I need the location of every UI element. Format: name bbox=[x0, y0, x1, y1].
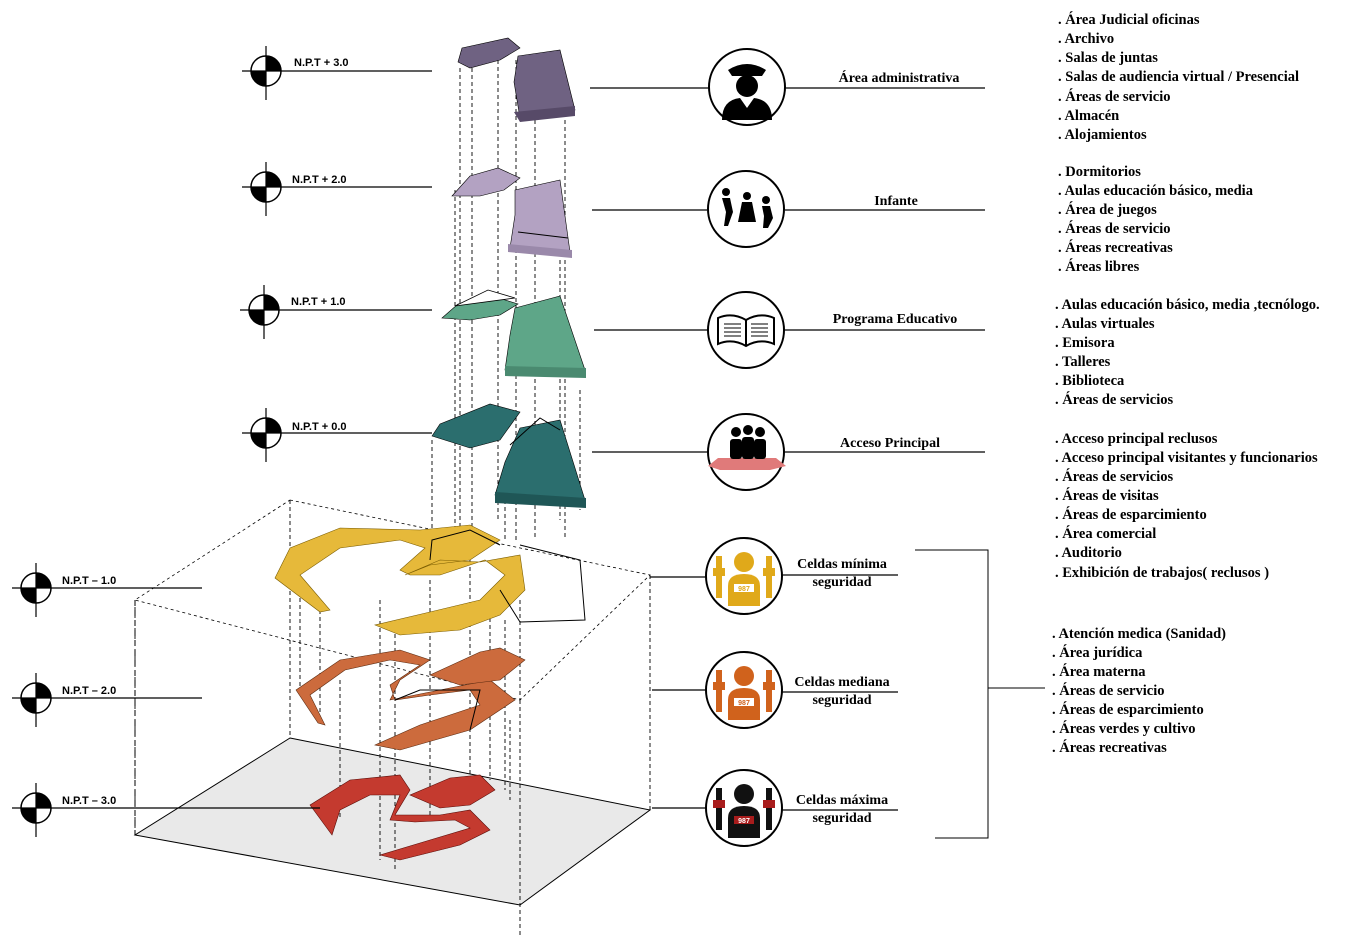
program-item: . Áreas libres bbox=[1058, 258, 1140, 275]
level-label: N.P.T + 3.0 bbox=[294, 57, 349, 69]
program-item: . Áreas recreativas bbox=[1058, 239, 1173, 256]
svg-text:987: 987 bbox=[738, 586, 750, 593]
educativo-slab-large bbox=[504, 295, 586, 371]
program-item: . Salas de juntas bbox=[1058, 50, 1158, 66]
floor-educativo bbox=[441, 289, 586, 378]
program-list-celdas: . Atención medica (Sanidad) . Área juríd… bbox=[1052, 626, 1226, 756]
acceso-slab-small bbox=[431, 403, 521, 449]
zone-title: seguridad bbox=[812, 811, 871, 826]
program-list-acceso: . Acceso principal reclusos . Acceso pri… bbox=[1055, 431, 1318, 581]
program-item: . Área Judicial oficinas bbox=[1058, 11, 1200, 28]
program-item: . Atención medica (Sanidad) bbox=[1052, 626, 1226, 642]
program-item: . Alojamientos bbox=[1058, 127, 1147, 143]
program-item: . Áreas verdes y cultivo bbox=[1052, 720, 1196, 737]
infante-slab-small bbox=[451, 167, 521, 197]
level-marker-4: N.P.T + 0.0 bbox=[242, 408, 432, 462]
program-item: . Áreas de servicios bbox=[1055, 468, 1173, 485]
infante-slab-large bbox=[509, 179, 571, 253]
program-item: . Exhibición de trabajos( reclusos ) bbox=[1055, 565, 1269, 581]
level-marker-3: N.P.T + 1.0 bbox=[240, 285, 432, 339]
program-item: . Áreas de esparcimiento bbox=[1052, 701, 1204, 718]
program-item: . Acceso principal visitantes y funciona… bbox=[1055, 450, 1318, 466]
zone-title: Celdas mínima bbox=[797, 557, 887, 572]
zone-title: Celdas máxima bbox=[796, 793, 888, 808]
zone-title: seguridad bbox=[812, 693, 871, 708]
program-item: . Áreas de servicio bbox=[1052, 682, 1164, 699]
level-marker-5: N.P.T – 1.0 bbox=[12, 563, 202, 617]
floor-minima bbox=[274, 524, 586, 636]
program-item: . Almacén bbox=[1058, 108, 1119, 124]
level-label: N.P.T + 0.0 bbox=[292, 421, 347, 433]
educativo-slab-small bbox=[441, 295, 519, 321]
program-item: . Salas de audiencia virtual / Presencia… bbox=[1058, 69, 1299, 85]
maxima-slab bbox=[309, 774, 491, 861]
zone-title: Programa Educativo bbox=[833, 312, 958, 327]
program-item: . Dormitorios bbox=[1058, 164, 1141, 180]
program-item: . Talleres bbox=[1055, 354, 1111, 370]
zone-title: Infante bbox=[874, 194, 918, 209]
group-of-people-icon bbox=[707, 413, 786, 491]
program-item: . Áreas de servicio bbox=[1058, 220, 1170, 237]
program-list-administrativa: . Área Judicial oficinas . Archivo . Sal… bbox=[1058, 11, 1299, 143]
program-item: . Aulas educación básico, media bbox=[1058, 183, 1254, 199]
level-label: N.P.T – 3.0 bbox=[62, 795, 116, 807]
program-item: . Acceso principal reclusos bbox=[1055, 431, 1218, 447]
svg-text:987: 987 bbox=[738, 818, 750, 825]
floor-administrativa bbox=[457, 37, 576, 122]
level-label: N.P.T – 1.0 bbox=[62, 575, 116, 587]
open-book-icon bbox=[707, 291, 785, 369]
program-item: . Emisora bbox=[1055, 335, 1115, 351]
program-item: . Área comercial bbox=[1055, 525, 1156, 542]
program-item: . Área de juegos bbox=[1058, 201, 1157, 218]
police-officer-icon bbox=[708, 48, 786, 126]
admin-slab-small bbox=[457, 37, 521, 69]
program-list-educativo: . Aulas educación básico, media ,tecnólo… bbox=[1055, 297, 1320, 408]
svg-text:987: 987 bbox=[738, 700, 750, 707]
program-item: . Áreas recreativas bbox=[1052, 739, 1167, 756]
zone-leaders bbox=[590, 87, 1045, 839]
floor-mediana bbox=[295, 647, 526, 751]
zone-title: Área administrativa bbox=[839, 69, 960, 86]
zone-title: Celdas mediana bbox=[794, 675, 889, 690]
program-item: . Aulas educación básico, media ,tecnólo… bbox=[1055, 297, 1320, 313]
level-label: N.P.T + 2.0 bbox=[292, 174, 347, 186]
program-item: . Archivo bbox=[1058, 31, 1114, 47]
acceso-slab-large bbox=[494, 419, 586, 501]
floor-acceso bbox=[431, 403, 586, 508]
level-marker-6: N.P.T – 2.0 bbox=[12, 673, 202, 727]
level-marker-7: N.P.T – 3.0 bbox=[12, 783, 202, 837]
level-marker-2: N.P.T + 2.0 bbox=[242, 162, 432, 216]
program-item: . Áreas de visitas bbox=[1055, 487, 1159, 504]
level-marker-1: N.P.T + 3.0 bbox=[242, 46, 432, 100]
inmate-cell-icon-maxima: 987 bbox=[705, 769, 783, 847]
program-item: . Áreas de servicio bbox=[1058, 88, 1170, 105]
children-playing-icon bbox=[707, 170, 785, 248]
box-edges bbox=[134, 500, 651, 935]
program-item: . Área materna bbox=[1052, 663, 1146, 680]
zone-title: Acceso Principal bbox=[840, 436, 940, 451]
inmate-cell-icon-minima: 987 bbox=[705, 537, 783, 615]
minima-slab bbox=[274, 524, 526, 636]
inmate-cell-icon-mediana: 987 bbox=[705, 651, 783, 729]
program-item: . Áreas de servicios bbox=[1055, 391, 1173, 408]
zone-title: seguridad bbox=[812, 575, 871, 590]
program-item: . Áreas de esparcimiento bbox=[1055, 506, 1207, 523]
program-item: . Área jurídica bbox=[1052, 644, 1143, 661]
program-item: . Auditorio bbox=[1055, 545, 1122, 561]
level-label: N.P.T + 1.0 bbox=[291, 296, 346, 308]
mediana-slab bbox=[295, 649, 516, 751]
program-item: . Biblioteca bbox=[1055, 373, 1125, 389]
program-list-infante: . Dormitorios . Aulas educación básico, … bbox=[1058, 164, 1254, 275]
level-label: N.P.T – 2.0 bbox=[62, 685, 116, 697]
ground-plane bbox=[133, 737, 652, 906]
floor-maxima bbox=[309, 774, 496, 861]
floor-infante bbox=[451, 167, 572, 258]
program-item: . Aulas virtuales bbox=[1055, 316, 1155, 332]
